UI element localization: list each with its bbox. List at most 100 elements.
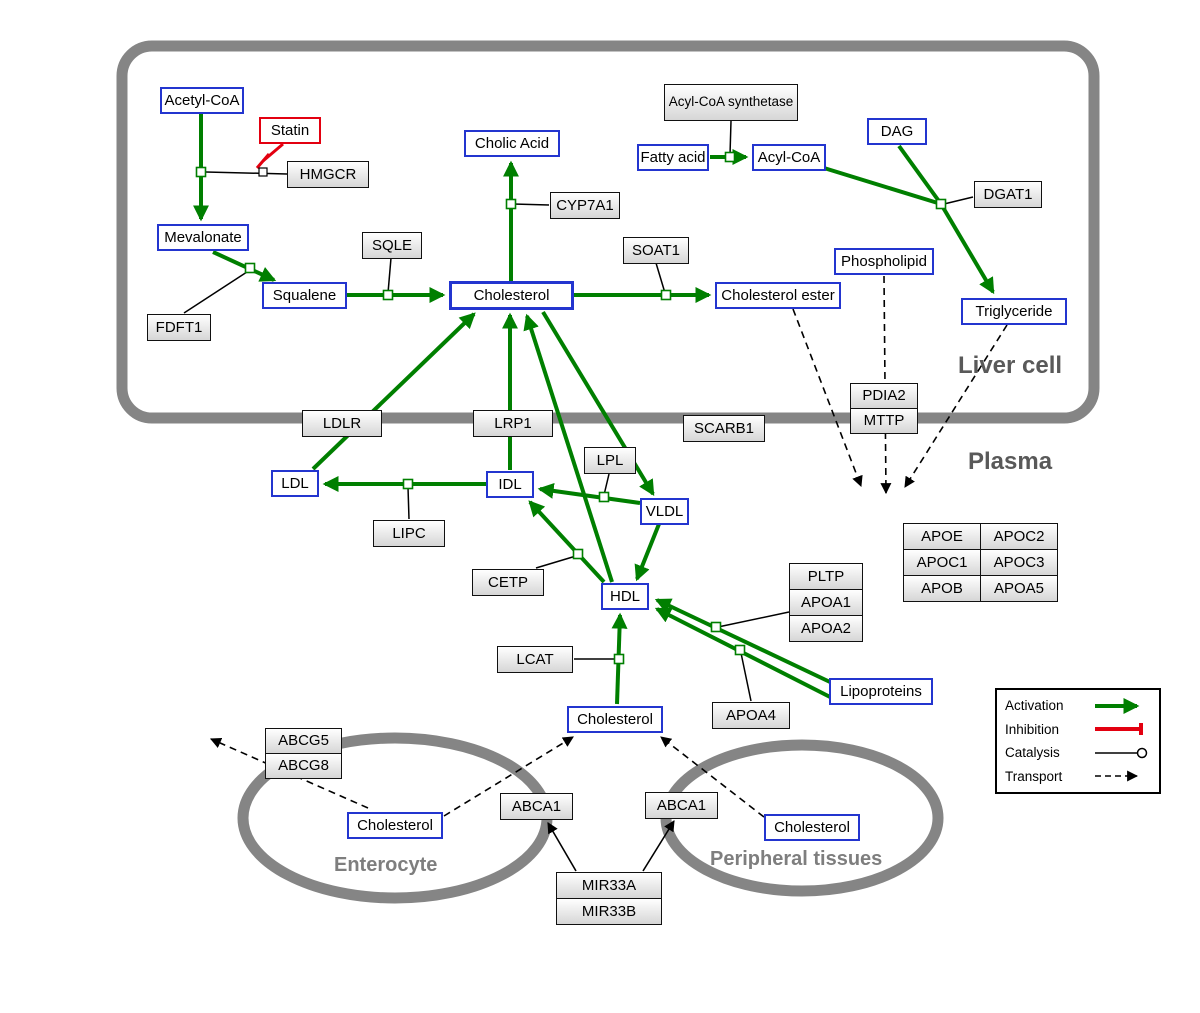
reaction-anchor (572, 548, 584, 560)
gene-apoa5[interactable]: APOA5 (980, 575, 1058, 602)
catalysis-apoa4 (740, 652, 752, 702)
transport-peripheral-cholesterol-plasma (660, 736, 765, 818)
gene-apoa4[interactable]: APOA4 (712, 702, 790, 729)
metabolite-squalene[interactable]: Squalene (262, 282, 347, 309)
metabolite-acyl-coa[interactable]: Acyl-CoA (752, 144, 826, 171)
metabolite-cholesterol-plasma[interactable]: Cholesterol (567, 706, 663, 733)
catalysis-acylcoa-synthetase (729, 120, 732, 156)
gene-sqle[interactable]: SQLE (362, 232, 422, 259)
catalysis-sqle (387, 257, 392, 294)
inhibition-statin-tbar (255, 153, 271, 169)
activation-arrow-symbol (1095, 697, 1140, 714)
transport-dashed-arrow-symbol (1095, 770, 1139, 782)
gene-lcat[interactable]: LCAT (497, 646, 573, 673)
metabolite-ldl[interactable]: LDL (271, 470, 319, 497)
gene-pdia2[interactable]: PDIA2 (850, 383, 918, 409)
gene-ldlr[interactable]: LDLR (302, 410, 382, 437)
gene-dgat1[interactable]: DGAT1 (974, 181, 1042, 208)
catalysis-circle-symbol (1095, 747, 1148, 758)
inhibition-tbar-symbol (1095, 723, 1143, 736)
gene-mttp[interactable]: MTTP (850, 408, 918, 434)
edge-mir33-abca1-peripheral (642, 820, 675, 872)
metabolite-fatty-acid[interactable]: Fatty acid (637, 144, 709, 171)
reaction-anchor (505, 198, 517, 210)
reaction-anchor (935, 198, 947, 210)
gene-scarb1[interactable]: SCARB1 (683, 415, 765, 442)
gene-mir33a[interactable]: MIR33A (556, 872, 662, 899)
metabolite-mevalonate[interactable]: Mevalonate (157, 224, 249, 251)
transport-triglyceride-plasma (904, 324, 1008, 488)
metabolite-acetyl-coa[interactable]: Acetyl-CoA (160, 87, 244, 114)
edge-lipoproteins-hdl-upper (654, 598, 831, 684)
legend-inhibition: Inhibition (1005, 721, 1151, 737)
reaction-anchor (195, 166, 207, 178)
metabolite-cholesterol-ester[interactable]: Cholesterol ester (715, 282, 841, 309)
gene-abca1-peripheral[interactable]: ABCA1 (645, 792, 718, 819)
reaction-anchor (724, 151, 736, 163)
metabolite-lipoproteins[interactable]: Lipoproteins (829, 678, 933, 705)
gene-apoc1[interactable]: APOC1 (903, 549, 981, 576)
legend-transport-label: Transport (1005, 768, 1063, 784)
peripheral-tissues-label: Peripheral tissues (710, 848, 883, 870)
metabolite-idl[interactable]: IDL (486, 471, 534, 498)
legend-activation-label: Activation (1005, 698, 1064, 714)
legend-inhibition-label: Inhibition (1005, 721, 1060, 737)
legend-activation: Activation (1005, 697, 1151, 714)
reaction-anchor (382, 289, 394, 301)
transport-enterocyte-cholesterol-plasma (443, 736, 574, 817)
gene-abca1-enterocyte[interactable]: ABCA1 (500, 793, 573, 820)
gene-pltp[interactable]: PLTP (789, 563, 863, 590)
gene-apoa1[interactable]: APOA1 (789, 589, 863, 616)
metabolite-cholesterol-peripheral[interactable]: Cholesterol (764, 814, 860, 841)
reaction-anchor (598, 491, 610, 503)
gene-apoc3[interactable]: APOC3 (980, 549, 1058, 576)
gene-acyl-coa-synthetase[interactable]: Acyl-CoA synthetase (664, 84, 798, 121)
metabolite-dag[interactable]: DAG (867, 118, 927, 145)
edge-mir33-abca1-enterocyte (547, 822, 577, 872)
liver-cell-label: Liver cell (958, 352, 1063, 379)
edge-dag-dgat1junction (897, 144, 943, 206)
enterocyte-label: Enterocyte (334, 854, 438, 876)
catalysis-apoa-complex (717, 611, 790, 628)
gene-hmgcr[interactable]: HMGCR (287, 161, 369, 188)
gene-cyp7a1[interactable]: CYP7A1 (550, 192, 620, 219)
gene-apoe[interactable]: APOE (903, 523, 981, 550)
gene-apoc2[interactable]: APOC2 (980, 523, 1058, 550)
reaction-anchor (244, 262, 256, 274)
gene-lipc[interactable]: LIPC (373, 520, 445, 547)
metabolite-cholesterol-enterocyte[interactable]: Cholesterol (347, 812, 443, 839)
gene-soat1[interactable]: SOAT1 (623, 237, 689, 264)
gene-abcg8[interactable]: ABCG8 (265, 753, 342, 779)
gene-cetp[interactable]: CETP (472, 569, 544, 596)
metabolite-phospholipid[interactable]: Phospholipid (834, 248, 934, 275)
catalysis-node-hmgcr (258, 167, 268, 177)
gene-fdft1[interactable]: FDFT1 (147, 314, 211, 341)
edge-vldl-hdl (634, 523, 661, 582)
edge-lipoproteins-hdl-lower (654, 607, 837, 702)
metabolite-vldl[interactable]: VLDL (640, 498, 689, 525)
metabolite-hdl[interactable]: HDL (601, 583, 649, 610)
catalysis-lpl (603, 473, 610, 496)
drug-statin[interactable]: Statin (259, 117, 321, 144)
gene-lpl[interactable]: LPL (584, 447, 636, 474)
edge-ldl-cholesterol-ldlr (311, 312, 476, 471)
metabolite-triglyceride[interactable]: Triglyceride (961, 298, 1067, 325)
metabolite-cholic-acid[interactable]: Cholic Acid (464, 130, 560, 157)
edge-acylcoa-dgat1junction (823, 166, 942, 206)
gene-mir33b[interactable]: MIR33B (556, 898, 662, 925)
edge-hdl-idl (528, 500, 606, 584)
metabolite-cholesterol-liver[interactable]: Cholesterol (449, 281, 574, 310)
legend-catalysis-label: Catalysis (1005, 745, 1060, 761)
reaction-anchor (734, 644, 746, 656)
catalysis-cyp7a1 (512, 203, 550, 206)
gene-lrp1[interactable]: LRP1 (473, 410, 553, 437)
gene-apob[interactable]: APOB (903, 575, 981, 602)
reaction-anchor (613, 653, 625, 665)
liver-cell-membrane (116, 40, 1100, 424)
legend-catalysis: Catalysis (1005, 745, 1151, 761)
gene-abcg5[interactable]: ABCG5 (265, 728, 342, 754)
edge-vldl-idl (537, 482, 641, 505)
gene-apoa2[interactable]: APOA2 (789, 615, 863, 642)
catalysis-lipc (407, 486, 410, 520)
